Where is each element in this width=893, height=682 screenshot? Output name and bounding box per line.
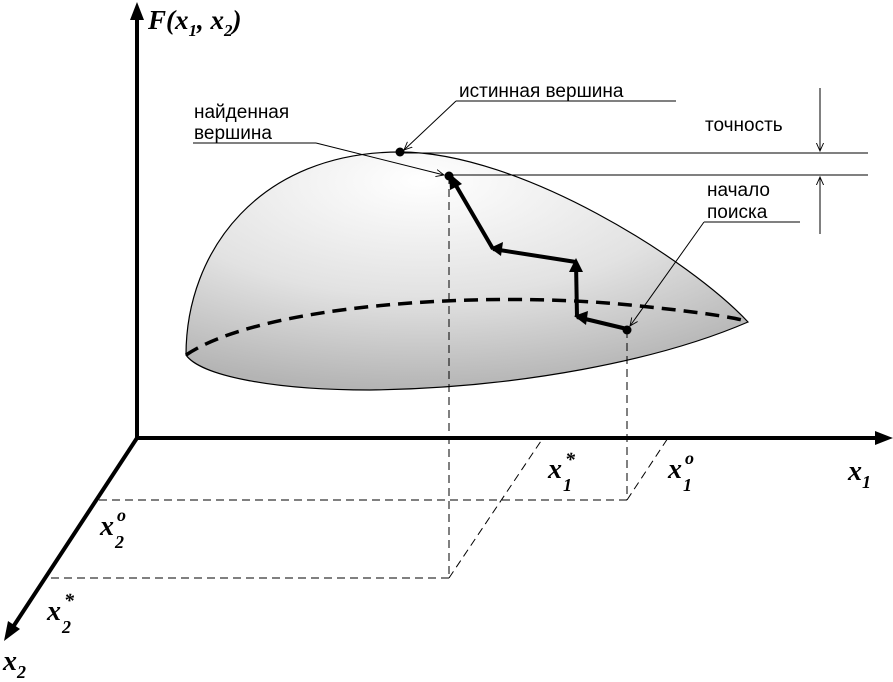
- x2-axis-label: x2: [2, 646, 26, 682]
- svg-text:x: x: [547, 454, 562, 485]
- svg-text:*: *: [565, 449, 576, 471]
- surface-base-dashed: [185, 297, 749, 357]
- x1-zero-label: x o 1: [667, 448, 694, 495]
- svg-text:o: o: [685, 448, 694, 468]
- x2-axis-arrowhead: [4, 621, 20, 641]
- true-peak-point: [395, 147, 405, 157]
- x2-star-label: x * 2: [46, 590, 75, 637]
- f-axis-label: F(x1, x2): [147, 5, 242, 40]
- svg-text:x: x: [99, 511, 114, 542]
- svg-text:o: o: [117, 505, 126, 525]
- found-peak-leader: [315, 142, 444, 175]
- svg-text:x: x: [46, 596, 61, 627]
- search-start-label-line2: поиска: [707, 202, 768, 223]
- found-peak-point: [444, 171, 454, 181]
- x2-axis: [9, 436, 139, 632]
- search-start-point: [622, 325, 632, 335]
- x1-axis-label: x1: [847, 456, 871, 492]
- found-peak-label-line2: вершина: [194, 123, 272, 144]
- svg-text:x: x: [667, 454, 682, 485]
- f-axis-arrowhead: [130, 2, 144, 20]
- x1-axis-arrowhead: [875, 431, 893, 445]
- svg-text:1: 1: [563, 475, 572, 495]
- x2-zero-label: x o 2: [99, 505, 126, 552]
- accuracy-label: точность: [705, 115, 783, 136]
- search-start-label-line1: начало: [707, 180, 770, 201]
- true-peak-label: истинная вершина: [459, 81, 624, 102]
- svg-text:2: 2: [61, 617, 71, 637]
- true-peak-leader: [404, 100, 457, 150]
- projection-lines: [48, 176, 669, 579]
- svg-text:2: 2: [114, 532, 124, 552]
- x1-star-label: x * 1: [547, 449, 576, 495]
- search-start-leader: [630, 221, 705, 326]
- svg-text:*: *: [64, 590, 75, 612]
- svg-text:1: 1: [683, 475, 692, 495]
- surface-hill: [185, 151, 750, 391]
- found-peak-label-line1: найденная: [194, 102, 289, 123]
